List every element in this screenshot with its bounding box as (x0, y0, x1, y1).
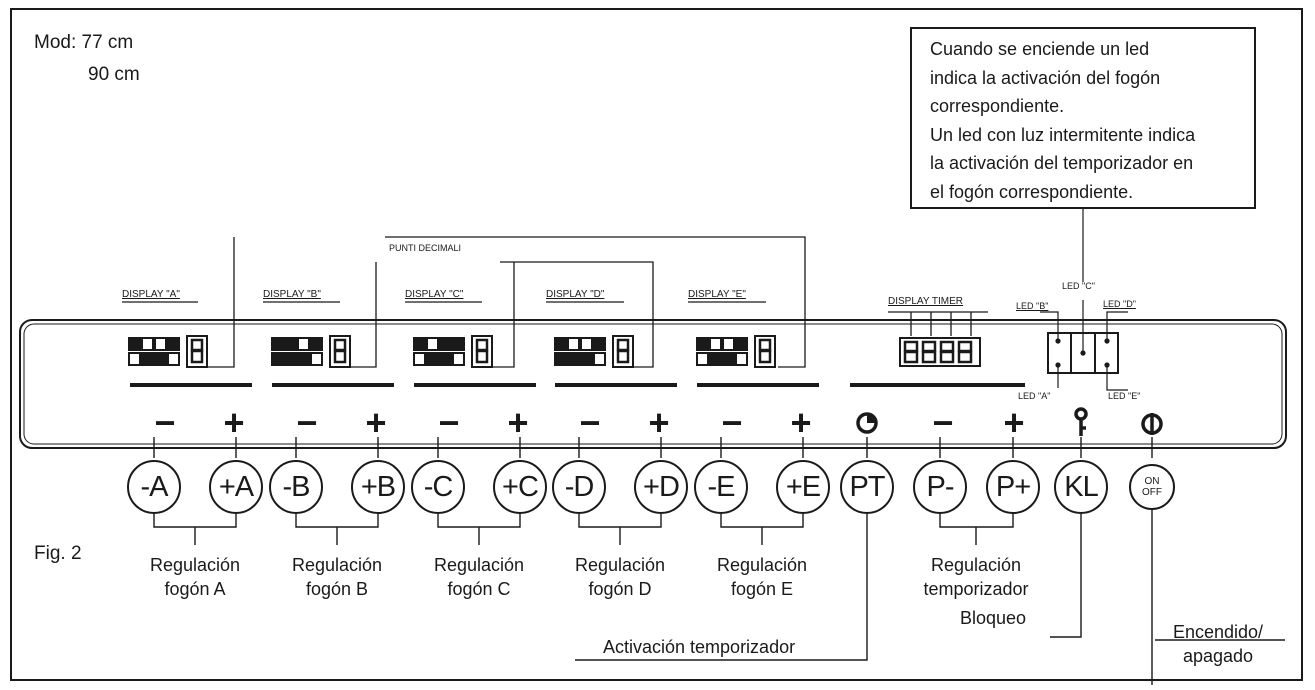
plus-a-symbol: + (223, 402, 245, 443)
minus-a-button[interactable]: -A (127, 460, 181, 514)
plus-timer-symbol: + (1003, 402, 1025, 443)
on-off-button[interactable]: ON OFF (1129, 464, 1175, 510)
pt-button[interactable]: PT (840, 460, 894, 514)
led-e-label: LED "E" (1108, 391, 1141, 401)
caption-lock: Bloqueo (960, 608, 1027, 628)
caption-power: Encendido/apagado (1172, 622, 1264, 666)
display-e-label: DISPLAY "E" (688, 289, 746, 300)
minus-b-button[interactable]: -B (269, 460, 323, 514)
plus-d-button[interactable]: +D (634, 460, 688, 514)
minus-c-button[interactable]: -C (411, 460, 465, 514)
kl-button[interactable]: KL (1054, 460, 1108, 514)
timer-digit (939, 340, 955, 364)
display-timer-label: DISPLAY TIMER (888, 296, 964, 307)
burner-display-glyph (554, 335, 634, 368)
plus-d-symbol: + (648, 402, 670, 443)
on-label: ON (1144, 476, 1160, 487)
burner-display-glyph (128, 335, 208, 368)
minus-d-symbol: − (579, 402, 601, 443)
burner-displays (128, 335, 776, 368)
display-b-label: DISPLAY "B" (263, 289, 321, 300)
plus-b-button[interactable]: +B (351, 460, 405, 514)
display-a-label: DISPLAY "A" (122, 289, 180, 300)
note-line: la activación del temporizador en (930, 153, 1194, 173)
decimal-points-label: PUNTI DECIMALI (387, 243, 464, 253)
minus-d-button[interactable]: -D (552, 460, 606, 514)
timer-display (899, 337, 981, 367)
led-note-box: Cuando se enciende un led indica la acti… (910, 27, 1256, 209)
note-line: correspondiente. (930, 96, 1065, 116)
display-c-label: DISPLAY "C" (405, 289, 464, 300)
plus-e-button[interactable]: +E (776, 460, 830, 514)
note-line: Un led con luz intermitente indica (930, 124, 1196, 145)
figure-label: Fig. 2 (34, 543, 82, 564)
caption-timer-activation: Activación temporizador (603, 637, 796, 657)
note-line: el fogón correspondiente. (930, 181, 1134, 202)
off-label: OFF (1142, 487, 1162, 498)
plus-c-button[interactable]: +C (493, 460, 547, 514)
note-line: Cuando se enciende un led (930, 39, 1150, 59)
minus-timer-symbol: − (932, 402, 954, 443)
plus-a-button[interactable]: +A (209, 460, 263, 514)
burner-display-glyph (271, 335, 351, 368)
minus-c-symbol: − (438, 402, 460, 443)
minus-b-symbol: − (296, 402, 318, 443)
led-b-label: LED "B" (1016, 301, 1049, 311)
display-d-label: DISPLAY "D" (546, 289, 605, 300)
led-d-label: LED "D" (1103, 299, 1136, 309)
minus-e-symbol: − (721, 402, 743, 443)
plus-e-symbol: + (790, 402, 812, 443)
note-line: indica la activación del fogón (930, 67, 1161, 88)
burner-display-glyph (696, 335, 776, 368)
p-minus-button[interactable]: P- (913, 460, 967, 514)
led-c-label: LED "C" (1062, 281, 1095, 291)
plus-c-symbol: + (507, 402, 529, 443)
p-plus-button[interactable]: P+ (986, 460, 1040, 514)
plus-b-symbol: + (365, 402, 387, 443)
burner-display-glyph (413, 335, 493, 368)
model-label: Mod: 77 cm (34, 32, 134, 53)
model-label-second: 90 cm (88, 64, 140, 85)
minus-a-symbol: − (154, 402, 176, 443)
timer-digit (957, 340, 973, 364)
diagram-frame (10, 8, 1303, 681)
minus-e-button[interactable]: -E (694, 460, 748, 514)
timer-digit (921, 340, 937, 364)
led-a-label: LED "A" (1018, 391, 1051, 401)
timer-digit (903, 340, 919, 364)
